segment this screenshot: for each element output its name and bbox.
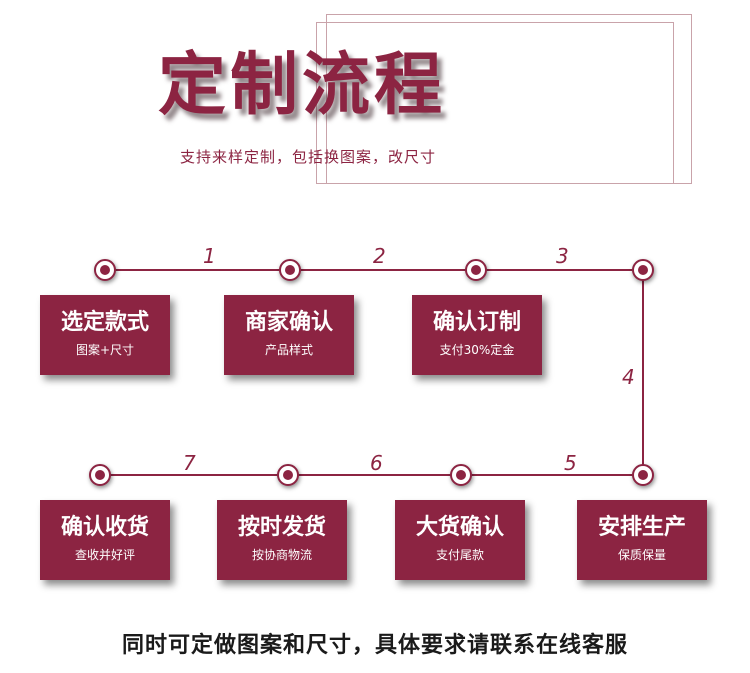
step-node-3 — [465, 259, 487, 281]
page-title: 定制流程 — [158, 46, 447, 125]
step-node-2 — [279, 259, 301, 281]
step-number-1: 1 — [203, 244, 216, 268]
step-node-7 — [277, 464, 299, 486]
step-node-6 — [450, 464, 472, 486]
title-frame-inner — [326, 14, 692, 184]
step-number-3: 3 — [556, 244, 569, 268]
page-subtitle: 支持来样定制，包括换图案，改尺寸 — [180, 148, 437, 166]
step-number-6: 6 — [370, 451, 383, 475]
step-card-title: 确认订制 — [432, 310, 521, 335]
step-card-4: 安排生产 保质保量 — [577, 500, 707, 580]
step-card-title: 商家确认 — [244, 310, 333, 335]
step-node-4 — [632, 259, 654, 281]
footer-note: 同时可定做图案和尺寸，具体要求请联系在线客服 — [121, 633, 628, 658]
step-number-5: 5 — [564, 451, 577, 475]
step-card-3: 确认订制 支付30%定金 — [412, 295, 542, 375]
step-card-subtitle: 支付尾款 — [435, 548, 484, 562]
step-card-subtitle: 按协商物流 — [251, 548, 312, 562]
step-number-2: 2 — [373, 244, 386, 268]
step-card-1: 选定款式 图案+尺寸 — [40, 295, 170, 375]
step-number-7: 7 — [183, 451, 196, 475]
step-number-4: 4 — [622, 365, 635, 389]
step-card-title: 确认收货 — [60, 515, 149, 540]
step-card-subtitle: 图案+尺寸 — [75, 343, 135, 357]
step-node-1 — [94, 259, 116, 281]
step-card-title: 大货确认 — [415, 515, 504, 540]
step-card-7: 确认收货 查收并好评 — [40, 500, 170, 580]
step-card-title: 安排生产 — [597, 515, 686, 540]
step-card-6: 按时发货 按协商物流 — [217, 500, 347, 580]
step-card-subtitle: 产品样式 — [264, 343, 313, 357]
step-card-2: 商家确认 产品样式 — [224, 295, 354, 375]
step-card-subtitle: 支付30%定金 — [439, 343, 515, 357]
step-card-5: 大货确认 支付尾款 — [395, 500, 525, 580]
step-card-title: 选定款式 — [60, 310, 149, 335]
step-card-title: 按时发货 — [237, 515, 326, 540]
step-node-8 — [89, 464, 111, 486]
step-card-subtitle: 保质保量 — [617, 548, 666, 562]
step-card-subtitle: 查收并好评 — [74, 548, 135, 562]
step-node-5 — [632, 464, 654, 486]
